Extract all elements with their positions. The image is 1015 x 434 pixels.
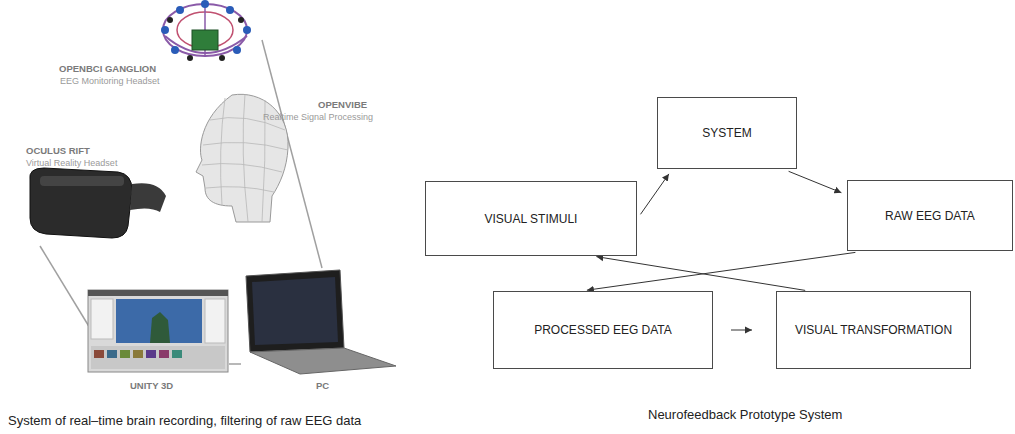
unity-screenshot: [88, 290, 228, 372]
diagram-caption: Neurofeedback Prototype System: [648, 407, 842, 422]
process-box: SYSTEM: [657, 97, 797, 169]
part-label: OPENVIBE: [318, 99, 367, 110]
process-box: VISUAL STIMULI: [425, 181, 637, 256]
process-box: RAW EEG DATA: [847, 180, 1013, 251]
eeg-headset: [161, 0, 251, 61]
box-text-group: VISUAL TRANSFORMATION: [795, 323, 952, 337]
part-label: OPENBCI GANGLION: [59, 63, 156, 74]
figure-caption: System of real–time brain recording, fil…: [8, 413, 361, 428]
part-label: Realtime Signal Processing: [263, 112, 373, 122]
laptop: [246, 270, 396, 374]
process-box: VISUAL TRANSFORMATION: [776, 291, 971, 369]
flow-arrow: [641, 174, 669, 214]
box-label: VISUAL TRANSFORMATION: [795, 323, 952, 337]
box-label: VISUAL STIMULI: [485, 212, 578, 226]
box-label: PROCESSED EEG DATA: [534, 323, 672, 337]
box-text-group: SYSTEM: [702, 126, 751, 140]
box-text-group: RAW EEG DATA: [885, 209, 975, 223]
process-box: PROCESSED EEG DATA: [493, 291, 713, 369]
flow-arrow: [731, 330, 752, 331]
part-label: EEG Monitoring Headset: [60, 76, 160, 86]
box-label: RAW EEG DATA: [885, 209, 975, 223]
box-text-group: PROCESSED EEG DATA: [534, 323, 672, 337]
part-label: UNITY 3D: [130, 380, 173, 391]
part-label: OCULUS RIFT: [26, 145, 90, 156]
part-label: PC: [316, 380, 329, 391]
leader-line: [229, 363, 241, 365]
part-label: Virtual Reality Headset: [26, 158, 117, 168]
flow-arrow: [596, 257, 805, 291]
box-text-group: VISUAL STIMULI: [485, 212, 578, 226]
vr-headset: [30, 168, 166, 238]
flow-arrow: [789, 171, 842, 192]
box-label: SYSTEM: [702, 126, 751, 140]
flow-arrow: [587, 252, 856, 290]
